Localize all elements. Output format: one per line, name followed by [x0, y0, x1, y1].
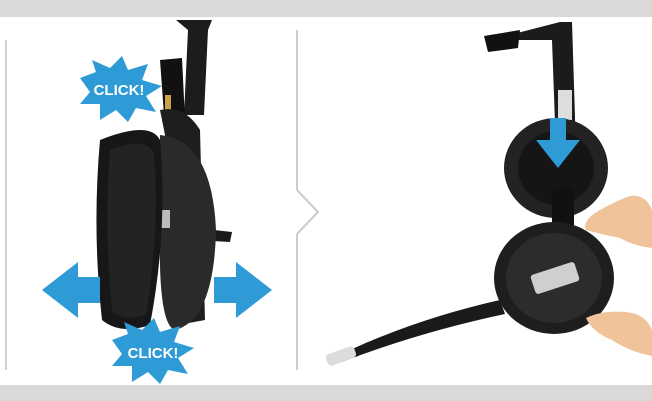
click-label-bottom: CLICK! — [128, 345, 179, 362]
click-label-top: CLICK! — [94, 82, 145, 99]
arrow-left-icon — [42, 262, 100, 318]
right-headset — [325, 22, 614, 367]
arrow-right-icon — [214, 262, 272, 318]
burst-click-top-icon: CLICK! — [80, 56, 162, 122]
panel-divider — [297, 30, 318, 370]
